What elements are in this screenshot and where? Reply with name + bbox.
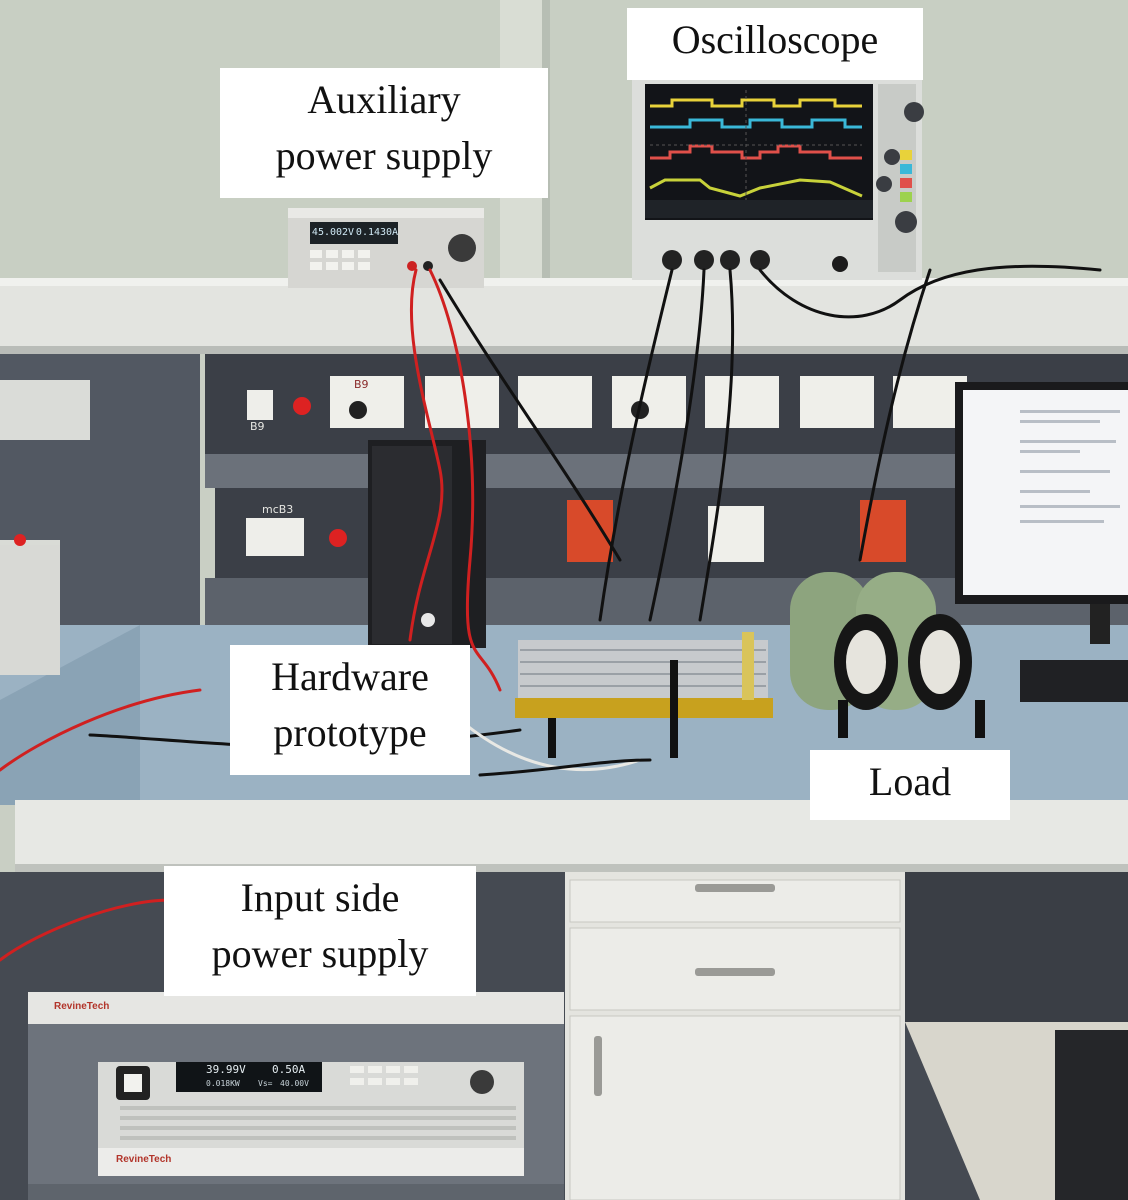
input-supply-brand-top: RevineTech xyxy=(54,1001,110,1012)
load-resistors xyxy=(790,572,985,738)
label-input-line1: Input side xyxy=(240,875,400,920)
label-hardware-prototype: Hardware prototype xyxy=(230,645,470,775)
label-auxiliary-line1: Auxiliary xyxy=(307,77,461,122)
wire-white-1 xyxy=(458,718,642,772)
input-supply-top xyxy=(28,992,564,1026)
wire-red-4 xyxy=(0,898,172,962)
label-load: Load xyxy=(810,750,1010,820)
keyboard xyxy=(1020,660,1128,702)
scope-trace-yellow xyxy=(650,98,862,108)
input-supply-current-readout: 0.50A xyxy=(272,1063,306,1076)
prototype-pcb xyxy=(515,698,773,718)
wire-black-2 xyxy=(648,268,706,622)
label-input-side-power-supply: Input side power supply xyxy=(164,866,476,996)
label-oscilloscope-text: Oscilloscope xyxy=(671,17,879,62)
label-hardware-line1: Hardware xyxy=(271,654,429,699)
breaker-tag-mcb3: mcB3 xyxy=(262,503,294,516)
label-auxiliary-power-supply: Auxiliary power supply xyxy=(220,68,548,198)
scope-trace-green xyxy=(649,178,863,198)
wire-red-2 xyxy=(428,268,502,692)
wire-red-1 xyxy=(408,268,444,642)
scope-trace-red xyxy=(650,144,862,160)
input-supply-vset-readout: 40.00V xyxy=(280,1079,309,1088)
input-supply-power-readout: 0.018KW xyxy=(206,1079,240,1088)
socket-tag-b9: B9 xyxy=(354,378,369,391)
aux-supply-current-readout: 0.1430A xyxy=(355,227,399,238)
wall xyxy=(0,0,1128,300)
input-supply-voltage-readout: 39.99V xyxy=(206,1063,246,1076)
input-supply-display xyxy=(176,1062,322,1092)
scope-trace-cyan xyxy=(650,118,862,129)
label-hardware-line2: prototype xyxy=(273,710,427,755)
aux-supply-voltage-readout: 45.002V xyxy=(311,227,355,238)
upper-shelf xyxy=(0,278,1128,354)
wire-black-5 xyxy=(438,278,622,562)
input-supply-vset-label: Vs= xyxy=(258,1079,273,1088)
label-oscilloscope: Oscilloscope xyxy=(627,8,923,80)
wire-red-3 xyxy=(0,688,202,772)
label-auxiliary-line2: power supply xyxy=(275,133,493,178)
label-input-line2: power supply xyxy=(211,931,429,976)
label-load-text: Load xyxy=(868,759,952,804)
wire-black-7 xyxy=(858,268,932,562)
wire-black-1 xyxy=(598,268,674,622)
wire-black-3 xyxy=(698,268,735,622)
breaker-tag-b9: B9 xyxy=(250,420,265,433)
wire-black-4 xyxy=(758,264,1102,319)
wire-black-8 xyxy=(478,758,652,777)
input-supply-brand-bottom: RevineTech xyxy=(116,1154,172,1165)
